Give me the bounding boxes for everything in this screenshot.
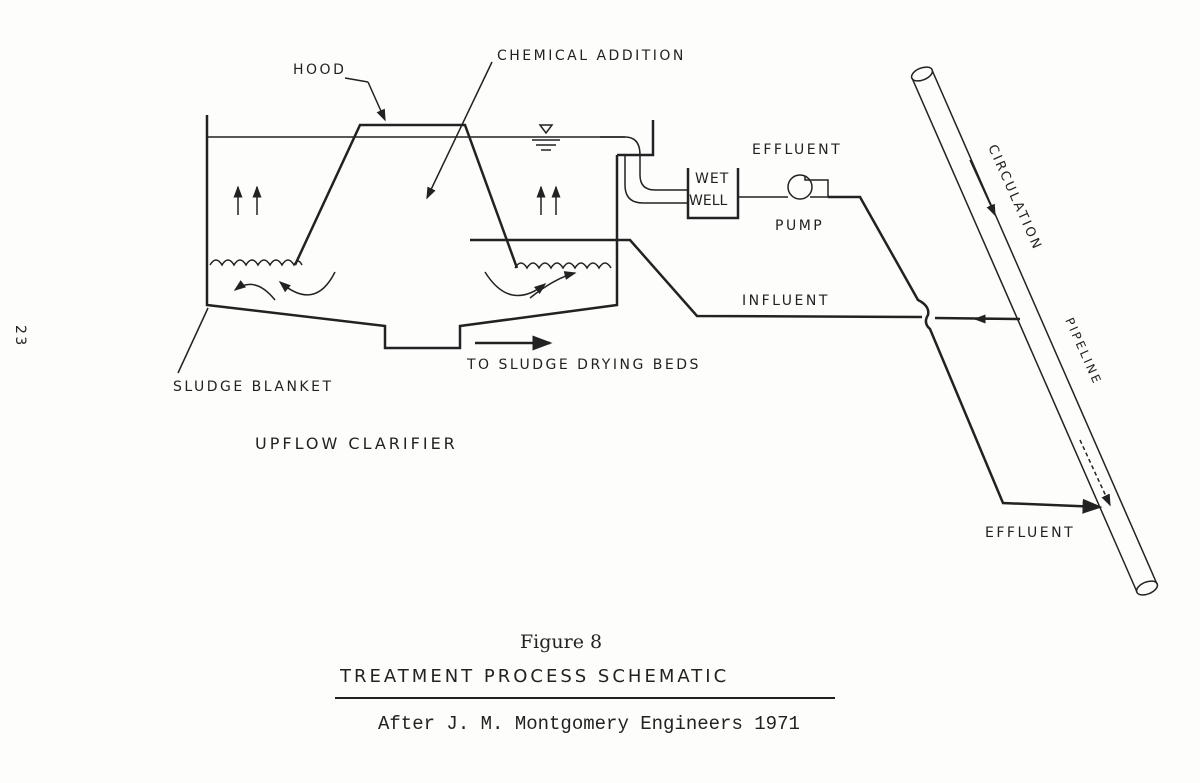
effluent-bottom-label: EFFLUENT: [985, 525, 1075, 541]
figure-credit: After J. M. Montgomery Engineers 1971: [378, 713, 800, 735]
hood-label: HOOD: [293, 62, 346, 78]
figure-number: Figure 8: [520, 631, 602, 653]
upflow-arrows-icon: [233, 185, 561, 215]
pump-icon: [787, 174, 829, 200]
clarifier-tank: [177, 61, 625, 374]
page-number: 23: [12, 325, 28, 348]
chemical-addition-label: CHEMICAL ADDITION: [497, 48, 686, 64]
effluent-line: [828, 195, 1103, 514]
circulation-pipeline: [910, 66, 1159, 596]
wet-well: [686, 168, 740, 220]
pump-label: PUMP: [775, 218, 824, 234]
water-level-icon: [532, 124, 560, 151]
to-sludge-drying-beds-label: TO SLUDGE DRYING BEDS: [466, 357, 701, 373]
circulation-label: CIRCULATION: [984, 143, 1044, 254]
upflow-clarifier-label: UPFLOW CLARIFIER: [255, 434, 458, 453]
figure-title: TREATMENT PROCESS SCHEMATIC: [339, 666, 729, 687]
well-label: WELL: [689, 193, 727, 209]
influent-label: INFLUENT: [742, 293, 830, 309]
wet-label: WET: [695, 171, 729, 187]
pipeline-label: PIPELINE: [1062, 316, 1104, 388]
outlet-pipe: WET WELL: [470, 120, 1103, 514]
sludge-blanket-label: SLUDGE BLANKET: [173, 379, 334, 395]
hood: [293, 123, 519, 269]
effluent-top-label: EFFLUENT: [752, 142, 842, 158]
sludge-blanket-icon: [209, 259, 612, 301]
